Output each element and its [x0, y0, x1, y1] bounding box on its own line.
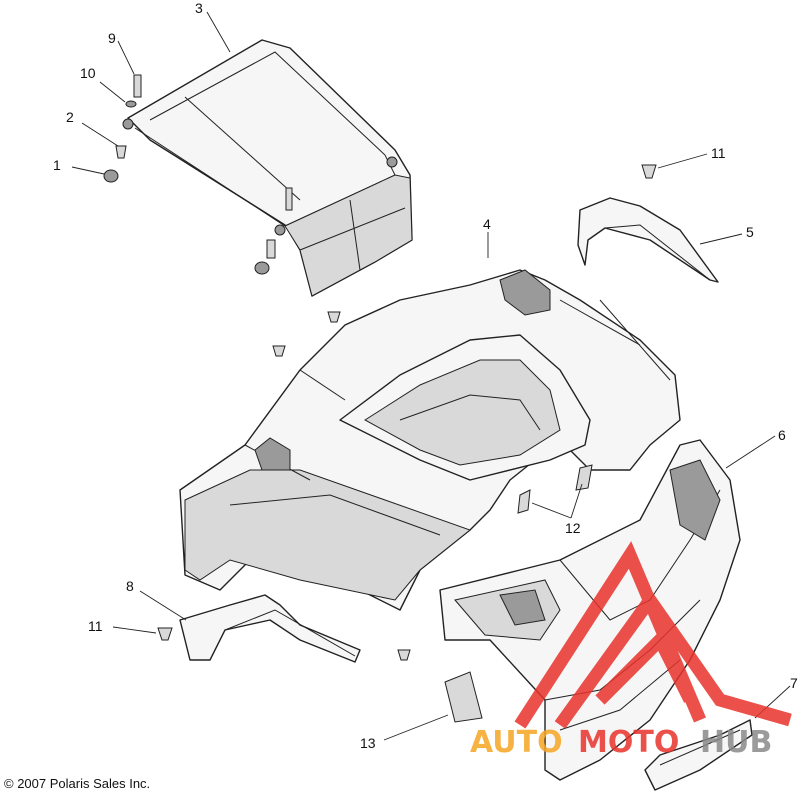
- part-7-grille: [644, 719, 753, 791]
- callout-4: 4: [483, 216, 491, 232]
- part-9-bolt: [133, 74, 142, 98]
- callout-11-lower: 11: [88, 618, 103, 634]
- watermark-text-hub: HUB: [700, 725, 772, 760]
- part-2-screw: [115, 145, 127, 159]
- part-11-screw-lower: [157, 627, 173, 641]
- callouts: 1 2 3 4 5 6 7 8 9 10 11 11 12 13: [53, 0, 798, 751]
- callout-11-upper: 11: [711, 145, 726, 161]
- copyright-text: © 2007 Polaris Sales Inc.: [4, 776, 151, 791]
- callout-6: 6: [778, 427, 786, 443]
- watermark: AUTO MOTO HUB: [470, 541, 792, 760]
- leader-lines: [71, 11, 791, 741]
- part-8-panel: [179, 594, 361, 663]
- part-12-screws: [517, 464, 593, 514]
- watermark-text-moto: MOTO: [578, 725, 679, 760]
- part-1-nut: [103, 169, 119, 183]
- cover-fasteners: [254, 187, 293, 275]
- body-fasteners: [272, 311, 411, 661]
- part-5-panel: [577, 197, 719, 283]
- callout-13: 13: [360, 735, 376, 751]
- watermark-logo: [514, 541, 792, 729]
- callout-8: 8: [126, 578, 134, 594]
- part-10-washer: [125, 100, 137, 108]
- part-13-label: [444, 671, 483, 723]
- callout-9: 9: [108, 30, 116, 46]
- callout-5: 5: [746, 224, 754, 240]
- callout-12: 12: [565, 520, 581, 536]
- callout-7: 7: [790, 675, 798, 691]
- callout-3: 3: [195, 0, 203, 16]
- part-3-cover: [122, 39, 413, 297]
- callout-10: 10: [80, 65, 96, 81]
- watermark-text-auto: AUTO: [470, 725, 563, 760]
- part-11-screw-upper: [641, 164, 657, 179]
- part-4-body: [179, 269, 681, 611]
- callout-2: 2: [66, 109, 74, 125]
- callout-1: 1: [53, 157, 61, 173]
